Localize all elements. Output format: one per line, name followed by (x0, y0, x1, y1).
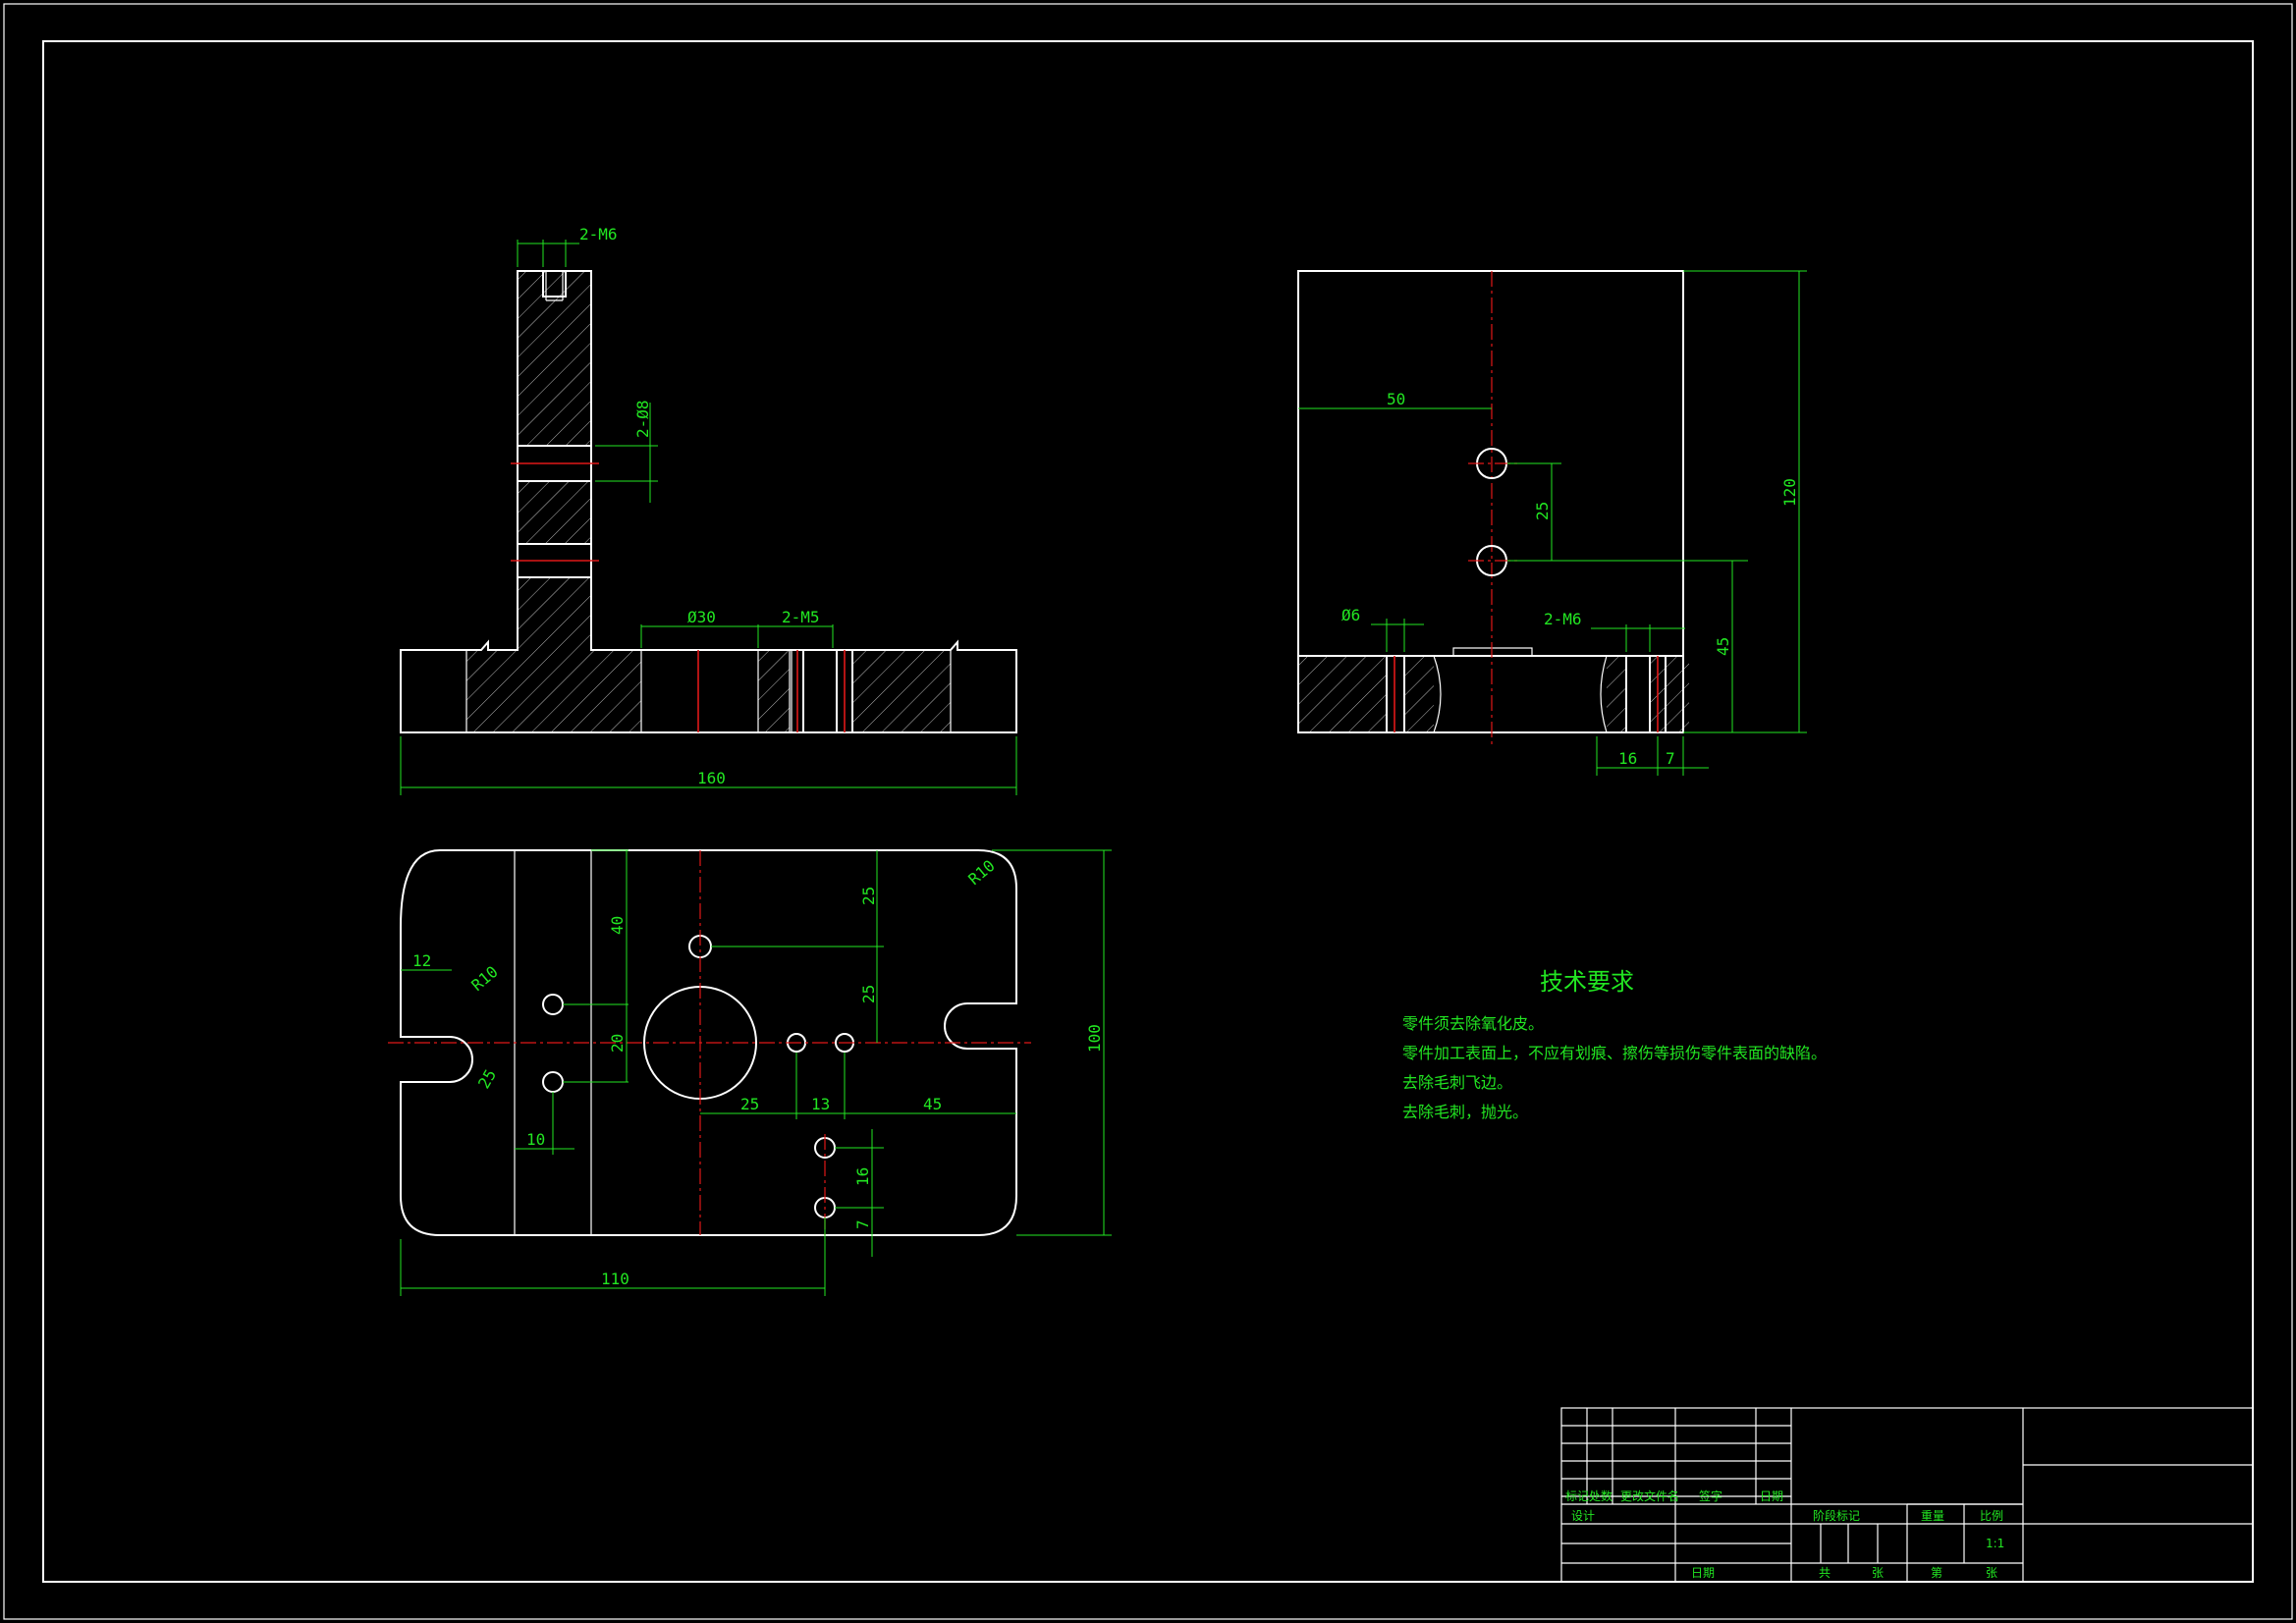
dim-top-r10-corner: R10 (964, 856, 998, 889)
technical-requirements: 技术要求 零件须去除氧化皮。 零件加工表面上，不应有划痕、擦伤等损伤零件表面的缺… (1402, 968, 1827, 1121)
tb-sheets: 张 (1872, 1566, 1884, 1580)
tb-scale-value: 1:1 (1986, 1537, 2004, 1550)
dim-top-25-upper: 25 (859, 887, 878, 905)
dim-side-16: 16 (1618, 749, 1637, 768)
tech-req-item-4: 去除毛刺，抛光。 (1402, 1103, 1528, 1121)
dim-side-thread: 2-M6 (1544, 610, 1582, 628)
dim-thread-top: 2-M6 (579, 225, 618, 243)
dim-top-100: 100 (1085, 1024, 1104, 1053)
dim-top-20: 20 (608, 1034, 627, 1053)
tb-total: 共 (1819, 1566, 1831, 1580)
dim-top-25-h: 25 (740, 1095, 759, 1113)
dim-hole-side: 2-Ø8 (633, 400, 652, 438)
outer-border (3, 3, 2293, 1620)
dim-front-length: 160 (697, 769, 726, 787)
dim-top-45-h: 45 (923, 1095, 942, 1113)
top-view: 100 R10 12 R10 25 40 20 10 25 25 25 13 4… (388, 849, 1112, 1296)
tb-col-doc: 更改文件名 (1620, 1488, 1679, 1503)
inner-frame (42, 40, 2254, 1583)
tb-stage-mark: 阶段标记 (1813, 1508, 1860, 1523)
tech-req-item-1: 零件须去除氧化皮。 (1402, 1014, 1544, 1033)
dim-top-25-mid: 25 (859, 985, 878, 1003)
tb-page: 第 (1931, 1566, 1942, 1580)
dim-top-10: 10 (526, 1130, 545, 1149)
tb-sheet: 张 (1986, 1566, 1997, 1580)
dim-side-dia6: Ø6 (1341, 606, 1360, 624)
dim-side-120: 120 (1780, 478, 1799, 507)
dim-bore: Ø30 (687, 608, 716, 626)
dim-top-110: 110 (601, 1270, 629, 1288)
tb-weight: 重量 (1921, 1509, 1944, 1523)
dim-top-r10-left: R10 (467, 962, 501, 995)
front-view: 160 2-M6 2-Ø8 Ø30 2-M5 (400, 225, 1017, 795)
dim-top-12: 12 (412, 951, 431, 970)
dim-top-13: 13 (811, 1095, 830, 1113)
tb-date2: 日期 (1691, 1566, 1715, 1580)
dim-top-40: 40 (608, 916, 627, 935)
tech-req-title: 技术要求 (1540, 968, 1634, 996)
tb-col-count: 处数 (1589, 1488, 1613, 1503)
title-block: 标记 处数 更改文件名 签字 日期 设计 日期 阶段标记 重量 比例 1:1 共… (1560, 1407, 2254, 1583)
dim-side-50: 50 (1387, 390, 1405, 408)
dim-top-7: 7 (853, 1219, 872, 1229)
tb-col-sign: 签字 (1699, 1488, 1722, 1503)
dim-side-7: 7 (1666, 749, 1675, 768)
dim-thread-base: 2-M5 (782, 608, 820, 626)
tb-design: 设计 (1571, 1509, 1595, 1523)
dim-top-16: 16 (853, 1167, 872, 1186)
dim-side-25: 25 (1533, 502, 1552, 520)
side-view: 50 25 120 45 Ø6 2-M6 16 7 (1297, 270, 1807, 776)
tech-req-item-2: 零件加工表面上，不应有划痕、擦伤等损伤零件表面的缺陷。 (1402, 1044, 1827, 1062)
dim-side-45: 45 (1714, 637, 1732, 656)
dim-top-25-slot: 25 (474, 1066, 500, 1092)
tb-col-date: 日期 (1760, 1489, 1783, 1503)
tb-scale-label: 比例 (1980, 1509, 2003, 1523)
tech-req-item-3: 去除毛刺飞边。 (1402, 1073, 1512, 1092)
tb-col-mark: 标记 (1565, 1489, 1589, 1503)
